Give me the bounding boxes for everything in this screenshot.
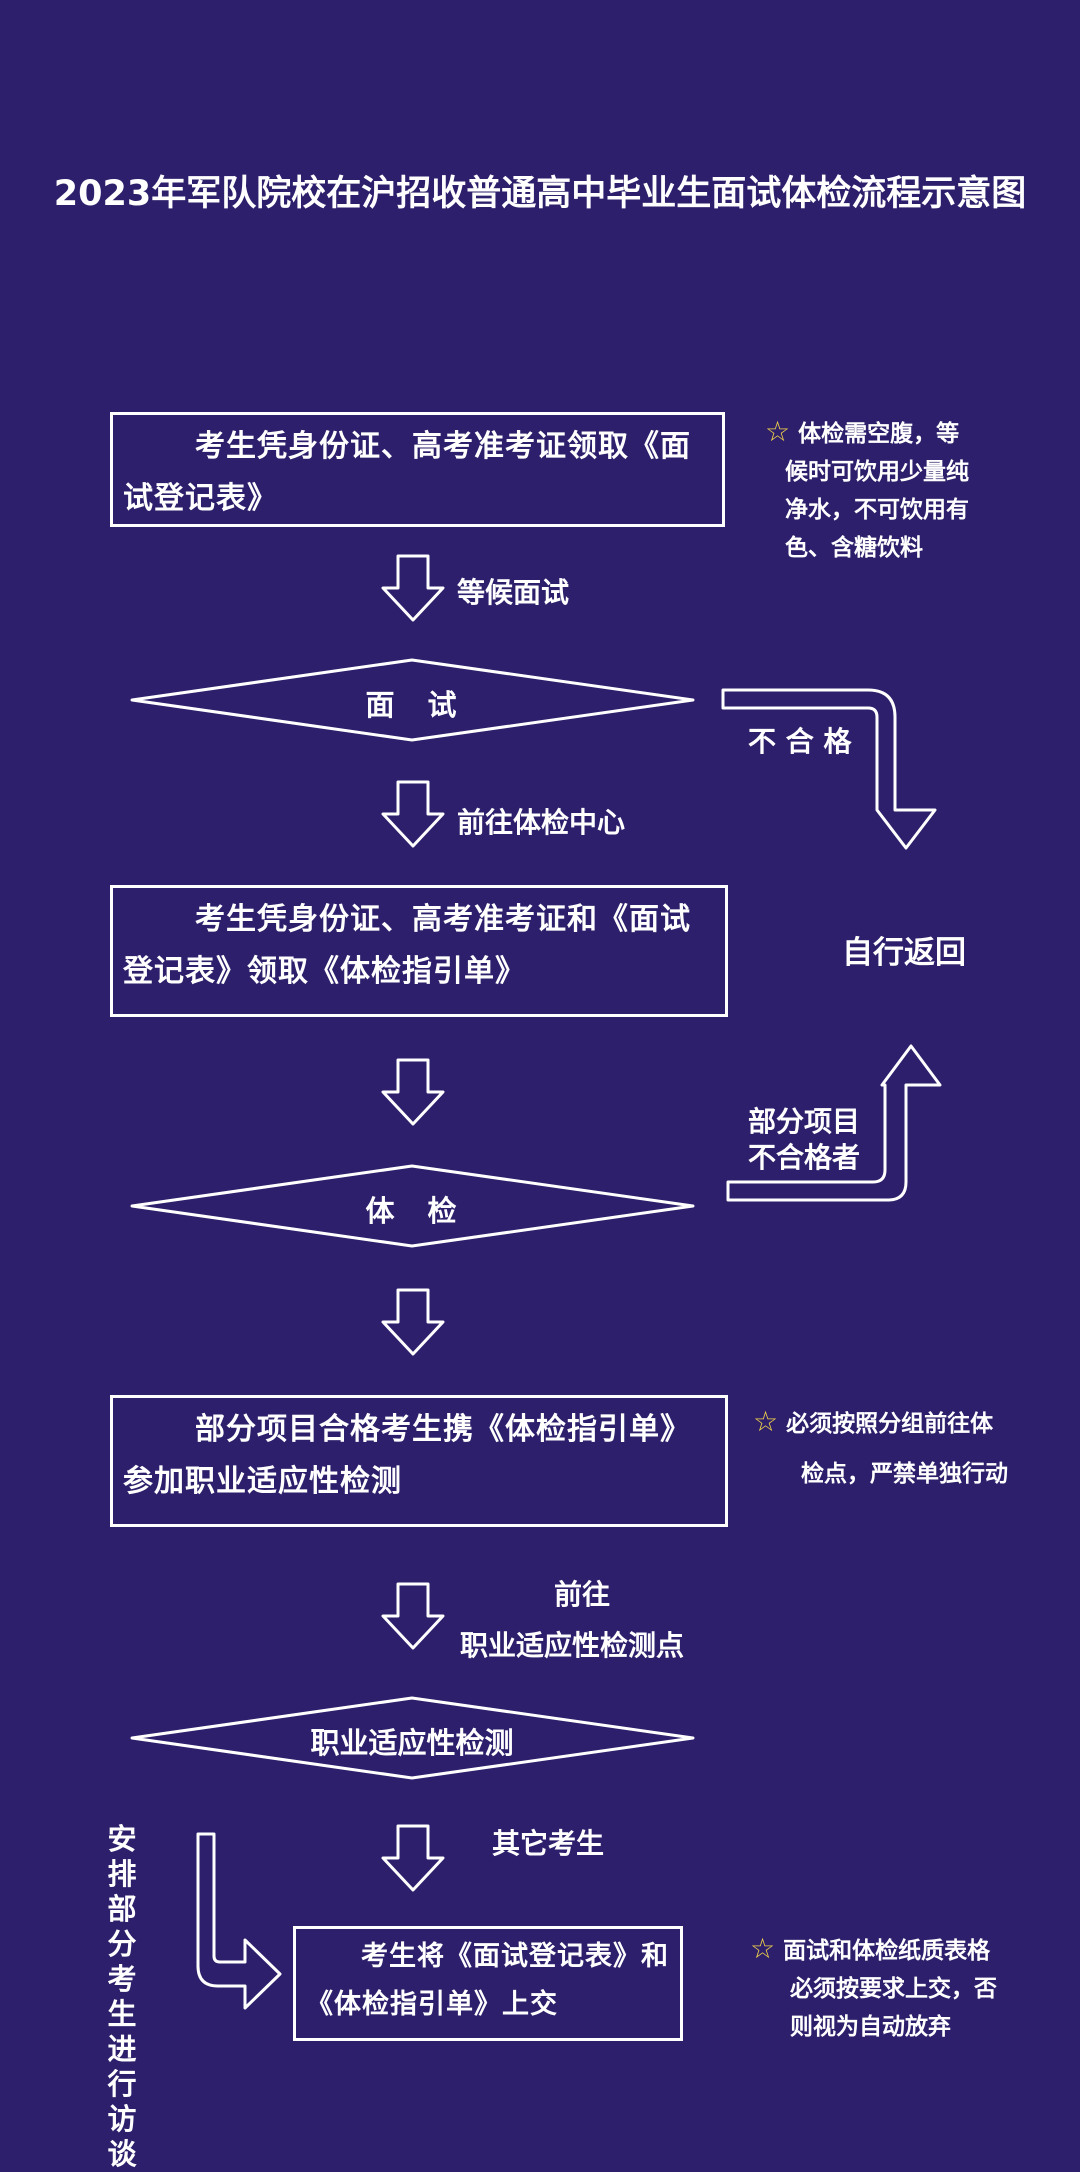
fail-bent-arrow xyxy=(721,688,937,850)
physical-label: 体 检 xyxy=(365,1194,459,1228)
note-submit: ☆面试和体检纸质表格 必须按要求上交，否 则视为自动放弃 xyxy=(750,1932,997,2040)
down-arrow-3 xyxy=(381,1058,445,1126)
aptitude-decision xyxy=(130,1696,695,1780)
interview-label: 面 试 xyxy=(365,688,459,722)
interview-side-label: 安排部分考生进行访谈 xyxy=(107,1822,137,2171)
wait-label: 等候面试 xyxy=(457,576,570,609)
to-center-label: 前往体检中心 xyxy=(457,806,626,839)
step-box-1: 考生凭身份证、高考准考证领取《面试登记表》 xyxy=(110,412,725,527)
return-label: 自行返回 xyxy=(842,935,966,971)
partial-fail-label-1: 部分项目 xyxy=(748,1105,861,1138)
interview-decision xyxy=(130,658,695,742)
star-icon: ☆ xyxy=(753,1405,779,1438)
partial-fail-label-2: 不合格者 xyxy=(748,1141,861,1174)
star-icon: ☆ xyxy=(750,1932,776,1965)
to-aptitude-label-1: 前往 xyxy=(554,1578,611,1611)
down-arrow-1 xyxy=(381,554,445,622)
fail-label: 不 合 格 xyxy=(748,725,852,758)
page-title: 2023年军队院校在沪招收普通高中毕业生面试体检流程示意图 xyxy=(53,174,1027,214)
note-fasting: ☆体检需空腹，等 候时可饮用少量纯 净水，不可饮用有 色、含糖饮料 xyxy=(765,415,969,561)
to-aptitude-label-2: 职业适应性检测点 xyxy=(460,1629,685,1662)
step-box-2: 考生凭身份证、高考准考证和《面试登记表》领取《体检指引单》 xyxy=(110,885,728,1017)
star-icon: ☆ xyxy=(765,415,791,448)
down-arrow-6 xyxy=(381,1824,445,1892)
down-arrow-5 xyxy=(381,1582,445,1650)
down-arrow-2 xyxy=(381,780,445,848)
others-label: 其它考生 xyxy=(492,1827,605,1860)
interview-bent-arrow xyxy=(196,1832,282,2010)
aptitude-label: 职业适应性检测 xyxy=(310,1726,514,1760)
note-group: ☆必须按照分组前往体 检点，严禁单独行动 xyxy=(753,1405,1008,1487)
step-box-4: 考生将《面试登记表》和《体检指引单》上交 xyxy=(293,1926,683,2041)
step-box-3: 部分项目合格考生携《体检指引单》参加职业适应性检测 xyxy=(110,1395,728,1527)
physical-decision xyxy=(130,1164,695,1248)
down-arrow-4 xyxy=(381,1288,445,1356)
partial-fail-bent-arrow xyxy=(726,1044,942,1202)
